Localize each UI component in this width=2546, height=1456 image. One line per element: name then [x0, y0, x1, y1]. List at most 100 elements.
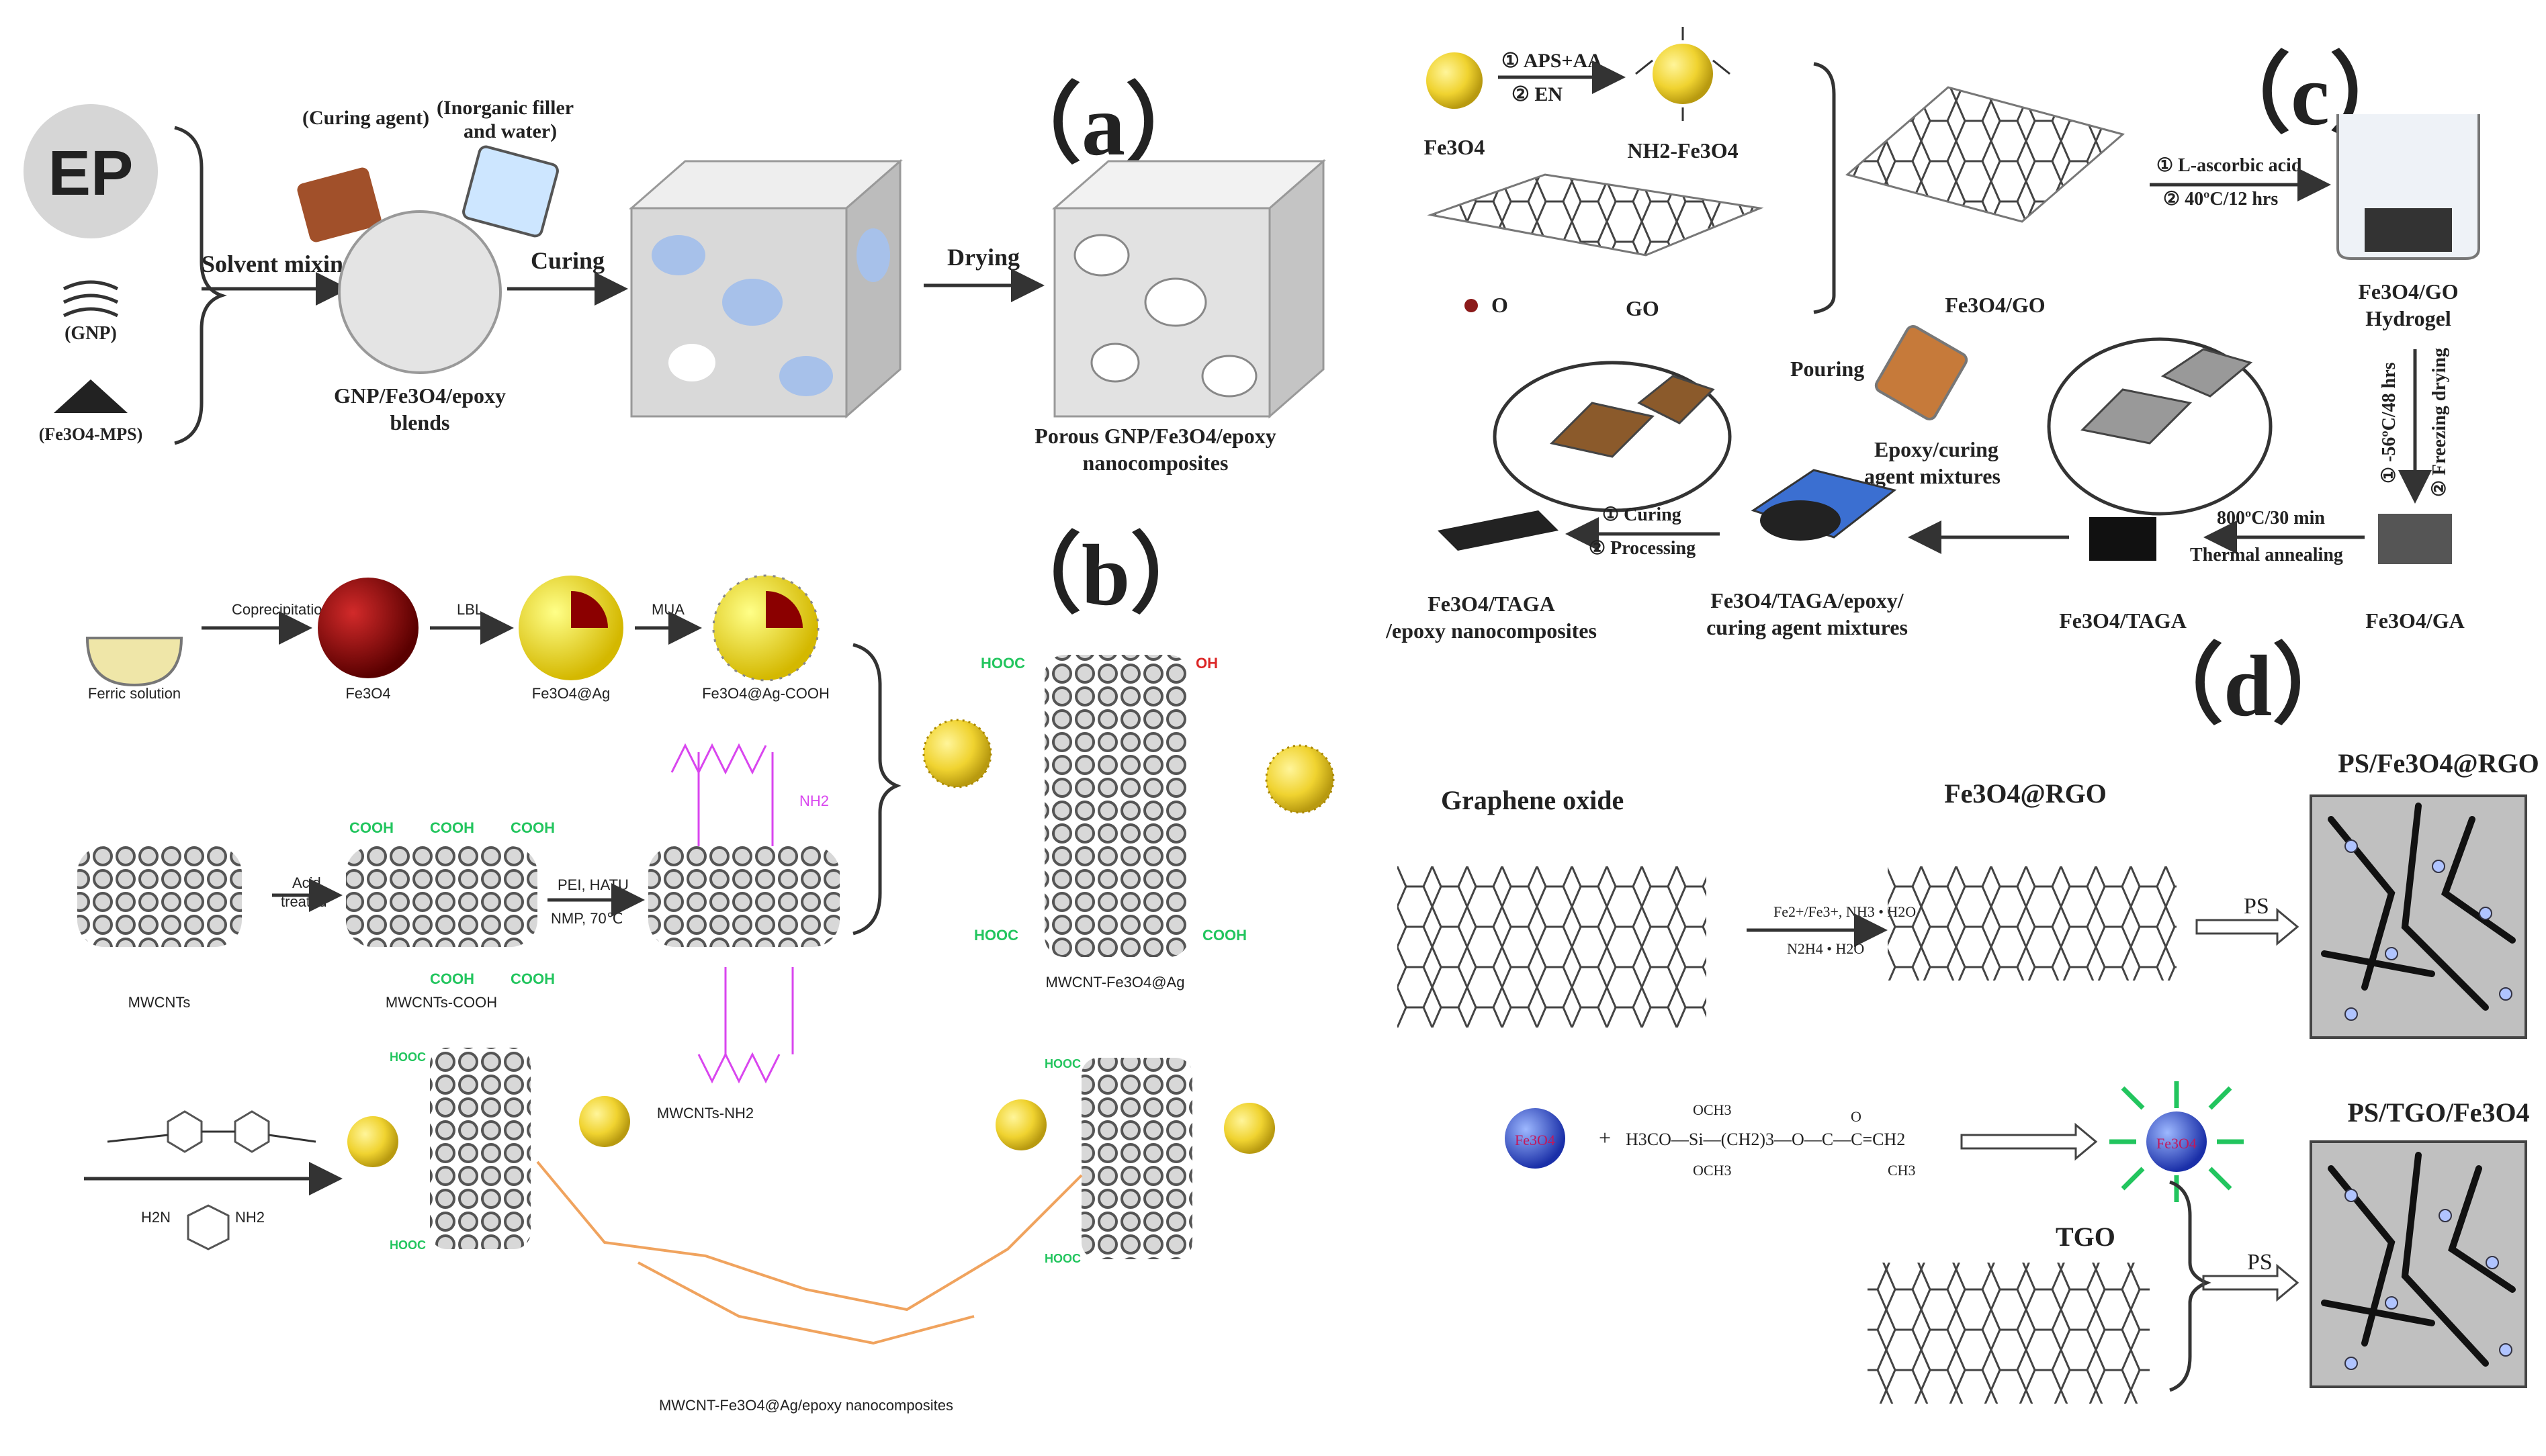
- ps-arrow-2: [2202, 1263, 2299, 1302]
- o-label: O: [1491, 293, 1508, 317]
- cooh-label-4: COOH: [430, 970, 474, 987]
- nh2-label-1: NH2: [799, 792, 829, 809]
- och3-label-2: OCH3: [1693, 1162, 1731, 1179]
- panel-label-b: （b）: [994, 527, 1217, 624]
- mwcnts-nh2-tube: [648, 846, 840, 947]
- hooc-label-5: HOOC: [1045, 1057, 1081, 1071]
- plus-label: +: [1599, 1126, 1611, 1150]
- go-label: GO: [1626, 296, 1659, 320]
- taga-label: Fe3O4/TAGA: [2059, 608, 2187, 633]
- filler-label-2: and water): [464, 120, 557, 142]
- och3-label-1: OCH3: [1693, 1101, 1731, 1118]
- tgo-particles: [2344, 1189, 2512, 1370]
- tgo-sheet: [1868, 1263, 2150, 1404]
- amine-groups: [1635, 27, 1730, 121]
- oh-label-1: OH: [1196, 655, 1218, 672]
- grafted-fe3o4: [2146, 1111, 2207, 1172]
- hooc-label-2: HOOC: [974, 927, 1018, 944]
- o-atom-icon: [1464, 299, 1478, 312]
- fe3o4-go-sheet: [1845, 86, 2125, 223]
- ga-block: [2378, 514, 2452, 564]
- hooc-label-6: HOOC: [1045, 1252, 1081, 1265]
- fe3o4-go-label: Fe3O4/GO: [1945, 293, 2045, 317]
- final-composite-block: [1438, 510, 1559, 551]
- taga-cells: [2080, 348, 2253, 445]
- hooc-label-1: HOOC: [981, 655, 1025, 672]
- mua-label: MUA: [652, 601, 685, 618]
- tgo-label: TGO: [2056, 1222, 2115, 1252]
- lbl-label: LBL: [457, 601, 483, 618]
- taga-epoxy-label-1: Fe3O4/TAGA: [1428, 592, 1555, 616]
- panel-d: （d） Graphene oxide Fe2+/Fe3+, NH3 • H2O …: [1397, 638, 2539, 1404]
- curing-label: ① Curing: [1602, 504, 1681, 525]
- temp-label: ② 40ºC/12 hrs: [2163, 189, 2278, 210]
- gnp-icon: [62, 280, 119, 318]
- freeze-label-1: ① -56ºC/48 hrs: [2379, 362, 2400, 484]
- panel-label-d: （d）: [2136, 638, 2359, 735]
- ps-label-2: PS: [2247, 1250, 2273, 1275]
- nh2-fe3o4-label: NH2-Fe3O4: [1627, 138, 1738, 163]
- grafted-chains: [2109, 1081, 2244, 1202]
- ag-particle-2: [1265, 744, 1335, 814]
- filler-beaker-icon: [462, 145, 559, 238]
- rgo-particles: [2344, 839, 2512, 1021]
- mwcnts-tube: [77, 846, 242, 947]
- hydrogel-block: [2365, 208, 2452, 252]
- pei-chain: [670, 743, 794, 1084]
- product-tube-1: [430, 1048, 531, 1249]
- fe3o4-label-d: Fe3O4: [1515, 1132, 1555, 1148]
- reagent-label-2: N2H4 • H2O: [1787, 940, 1864, 957]
- en-label: ② EN: [1511, 83, 1563, 105]
- go-sheet: [1427, 173, 1764, 257]
- curing-agent-label: (Curing agent): [302, 107, 429, 129]
- porous-cube: [1052, 158, 1326, 419]
- mixture-cells: [1550, 375, 1715, 458]
- mwcnts-cooh-tube: [346, 846, 537, 947]
- brace-d: [2169, 1180, 2211, 1392]
- fe3o4-rgo-sheet: [1888, 866, 2177, 981]
- ps-fe3o4-rgo-label: PS/Fe3O4@RGO: [2338, 748, 2539, 778]
- nh2-label-2: NH2: [235, 1209, 265, 1226]
- ag-particle-1: [922, 719, 992, 788]
- mwcnts-label: MWCNTs: [128, 994, 191, 1011]
- product-tube-2: [1082, 1058, 1192, 1259]
- mwcnts-nh2-label: MWCNTs-NH2: [657, 1105, 754, 1122]
- coprecipitation-label: Coprecipitation: [232, 601, 331, 618]
- fe3o4-particle-d: [1505, 1108, 1565, 1169]
- mps-icon: [54, 379, 128, 413]
- panel-b: （b） Ferric solution Coprecipitation Fe3O…: [77, 527, 1335, 1414]
- fe3o4-rgo-label: Fe3O4@RGO: [1944, 778, 2107, 809]
- graphene-oxide-label: Graphene oxide: [1441, 785, 1624, 815]
- pei-label-2: NMP, 70℃: [551, 910, 623, 927]
- product-ag-3: [996, 1099, 1047, 1150]
- freeze-label-2: ② Freezing drying: [2429, 348, 2450, 497]
- aps-label: ① APS+AA: [1501, 50, 1602, 72]
- cooh-label-5: COOH: [511, 970, 555, 987]
- product-ag-2: [579, 1096, 630, 1147]
- ascorbic-label: ① L-ascorbic acid: [2156, 155, 2302, 176]
- epoxy-label-2: agent mixtures: [1864, 464, 2001, 488]
- ps-arrow-1: [2195, 907, 2299, 946]
- blend-circle: [338, 210, 502, 374]
- pouring-label: Pouring: [1790, 357, 1864, 381]
- mix-label-1: Fe3O4/TAGA/epoxy/: [1710, 588, 1904, 612]
- ep-label: EP: [48, 138, 134, 209]
- curing-agent-beaker-icon: [297, 167, 382, 242]
- blend-label-1: GNP/Fe3O4/epoxy: [334, 383, 506, 408]
- processing-label: ② Processing: [1589, 538, 1696, 559]
- panel-c: （c） Fe3O4 ① APS+AA ② EN NH2-Fe3O4 O GO F…: [1385, 27, 2480, 643]
- ps-label-1: PS: [2244, 894, 2269, 919]
- o-label-d: O: [1851, 1108, 1861, 1125]
- porous-label-1: Porous GNP/Fe3O4/epoxy: [1035, 424, 1276, 448]
- filler-label-1: (Inorganic filler: [437, 97, 574, 119]
- epoxy-label-1: Epoxy/curing: [1874, 437, 1999, 461]
- cured-cube: [629, 158, 903, 419]
- hooc-label-4: HOOC: [390, 1238, 426, 1252]
- graft-arrow: [1960, 1122, 2098, 1161]
- taga-epoxy-label-2: /epoxy nanocomposites: [1385, 619, 1597, 643]
- ferric-bowl-icon: [85, 637, 183, 687]
- hydrogel-label-2: Hydrogel: [2365, 306, 2451, 330]
- mps-label: (Fe3O4-MPS): [39, 424, 143, 444]
- ps-tgo-network: [2321, 1152, 2516, 1367]
- hydrogel-label-1: Fe3O4/GO: [2358, 279, 2458, 304]
